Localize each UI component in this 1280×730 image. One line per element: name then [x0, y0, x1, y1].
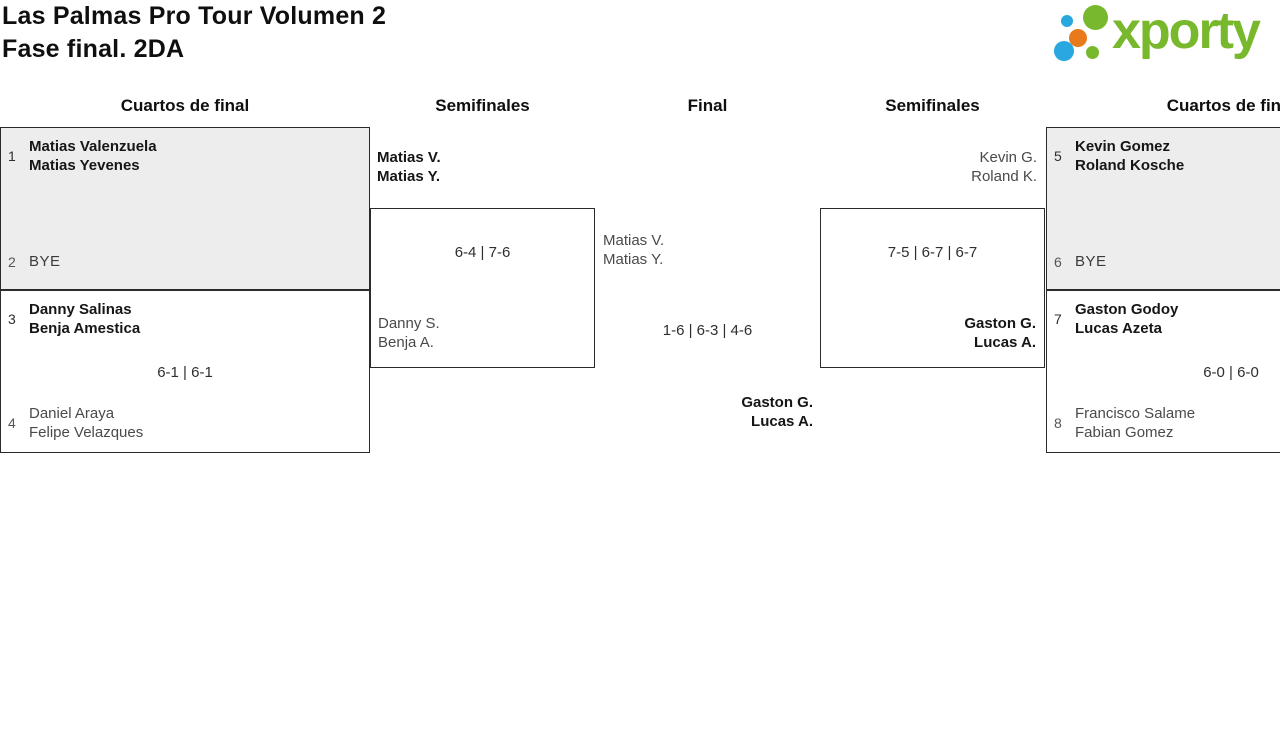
team-names: Matias Valenzuela Matias Yevenes — [29, 137, 157, 175]
match-box-qf-left-2: 3 Danny Salinas Benja Amestica 6-1 | 6-1… — [0, 290, 370, 453]
logo-dot-icon — [1061, 15, 1073, 27]
player-name: Matias Yevenes — [29, 157, 140, 174]
xporty-logo-text: xporty — [1112, 2, 1261, 60]
player-name: Benja A. — [378, 334, 434, 351]
player-name: Gaston G. — [741, 394, 813, 411]
bye-label: BYE — [29, 253, 61, 270]
match-box-sf-right: 7-5 | 6-7 | 6-7 Gaston G. Lucas A. — [820, 208, 1045, 368]
round-header-final: Final — [687, 96, 728, 115]
match-box-qf-left-1: 1 Matias Valenzuela Matias Yevenes 2 BYE — [0, 127, 370, 290]
round-header-quarterfinals-right: Cuartos de final — [1166, 96, 1280, 115]
team-row: 1 Matias Valenzuela Matias Yevenes — [8, 137, 157, 175]
player-name: Daniel Araya — [29, 405, 115, 422]
phase-subtitle: Fase final. 2DA — [2, 35, 185, 63]
player-name: Lucas Azeta — [1075, 320, 1162, 337]
round-header-quarterfinals-left: Cuartos de final — [120, 96, 250, 115]
seed-number: 1 — [8, 148, 16, 164]
team-row: 7 Gaston Godoy Lucas Azeta — [1054, 300, 1178, 338]
final-match-score: 1-6 | 6-3 | 4-6 — [662, 322, 753, 339]
player-name: Roland K. — [971, 168, 1037, 185]
match-box-qf-right-2: 7 Gaston Godoy Lucas Azeta 6-0 | 6-0 8 F… — [1046, 290, 1280, 453]
logo-dot-icon — [1054, 41, 1074, 61]
logo-dot-icon — [1086, 46, 1099, 59]
sf-right-top-team: Kevin G. Roland K. — [971, 148, 1037, 186]
team-row: 6 BYE — [1054, 253, 1107, 270]
logo-dot-icon — [1083, 5, 1108, 30]
team-row: 5 Kevin Gomez Roland Kosche — [1054, 137, 1184, 175]
match-score: 6-1 | 6-1 — [157, 364, 213, 381]
player-name: Benja Amestica — [29, 320, 141, 337]
player-name: Danny Salinas — [29, 301, 132, 318]
team-names: Francisco Salame Fabian Gomez — [1075, 404, 1195, 442]
player-name: Kevin Gomez — [1075, 138, 1171, 155]
team-names: Kevin Gomez Roland Kosche — [1075, 137, 1184, 175]
player-name: Felipe Velazques — [29, 424, 144, 441]
seed-number: 6 — [1054, 253, 1062, 270]
round-header-semifinals-left: Semifinales — [435, 96, 530, 115]
final-top-team: Matias V. Matias Y. — [603, 231, 664, 269]
sf-right-bottom-team: Gaston G. Lucas A. — [964, 314, 1036, 352]
xporty-logo[interactable]: xporty — [1050, 0, 1280, 70]
seed-number: 3 — [8, 311, 16, 327]
team-row: 8 Francisco Salame Fabian Gomez — [1054, 404, 1195, 442]
seed-number: 7 — [1054, 311, 1062, 327]
match-score: 6-0 | 6-0 — [1203, 364, 1259, 381]
team-row: 3 Danny Salinas Benja Amestica — [8, 300, 140, 338]
bye-label: BYE — [1075, 253, 1107, 270]
team-names: Danny Salinas Benja Amestica — [29, 300, 140, 338]
player-name: Matias V. — [377, 149, 441, 166]
seed-number: 2 — [8, 253, 16, 270]
match-box-sf-left: 6-4 | 7-6 Danny S. Benja A. — [370, 208, 595, 368]
seed-number: 4 — [8, 415, 16, 431]
match-score: 6-4 | 7-6 — [454, 244, 511, 261]
logo-dot-icon — [1069, 29, 1087, 47]
player-name: Fabian Gomez — [1075, 424, 1174, 441]
team-names: Daniel Araya Felipe Velazques — [29, 404, 143, 442]
player-name: Roland Kosche — [1075, 157, 1185, 174]
player-name: Matias V. — [603, 232, 665, 249]
tournament-title: Las Palmas Pro Tour Volumen 2 — [2, 2, 387, 30]
player-name: Kevin G. — [979, 149, 1037, 166]
seed-number: 5 — [1054, 148, 1062, 164]
player-name: Gaston G. — [964, 315, 1036, 332]
sf-left-top-team: Matias V. Matias Y. — [377, 148, 441, 186]
player-name: Gaston Godoy — [1075, 301, 1179, 318]
team-row: 2 BYE — [8, 253, 61, 270]
player-name: Lucas A. — [974, 334, 1036, 351]
page-title: Las Palmas Pro Tour Volumen 2 Fase final… — [2, 0, 386, 66]
final-winner-team: Gaston G. Lucas A. — [741, 393, 813, 431]
team-names: Gaston Godoy Lucas Azeta — [1075, 300, 1178, 338]
player-name: Danny S. — [378, 315, 440, 332]
round-header-semifinals-right: Semifinales — [885, 96, 980, 115]
player-name: Francisco Salame — [1075, 405, 1196, 422]
match-box-qf-right-1: 5 Kevin Gomez Roland Kosche 6 BYE — [1046, 127, 1280, 290]
player-name: Matias Y. — [603, 251, 664, 268]
team-row: 4 Daniel Araya Felipe Velazques — [8, 404, 143, 442]
sf-left-bottom-team: Danny S. Benja A. — [378, 314, 440, 352]
player-name: Matias Y. — [377, 168, 441, 185]
player-name: Lucas A. — [751, 413, 813, 430]
seed-number: 8 — [1054, 415, 1062, 431]
match-score: 7-5 | 6-7 | 6-7 — [887, 244, 978, 261]
player-name: Matias Valenzuela — [29, 138, 157, 155]
